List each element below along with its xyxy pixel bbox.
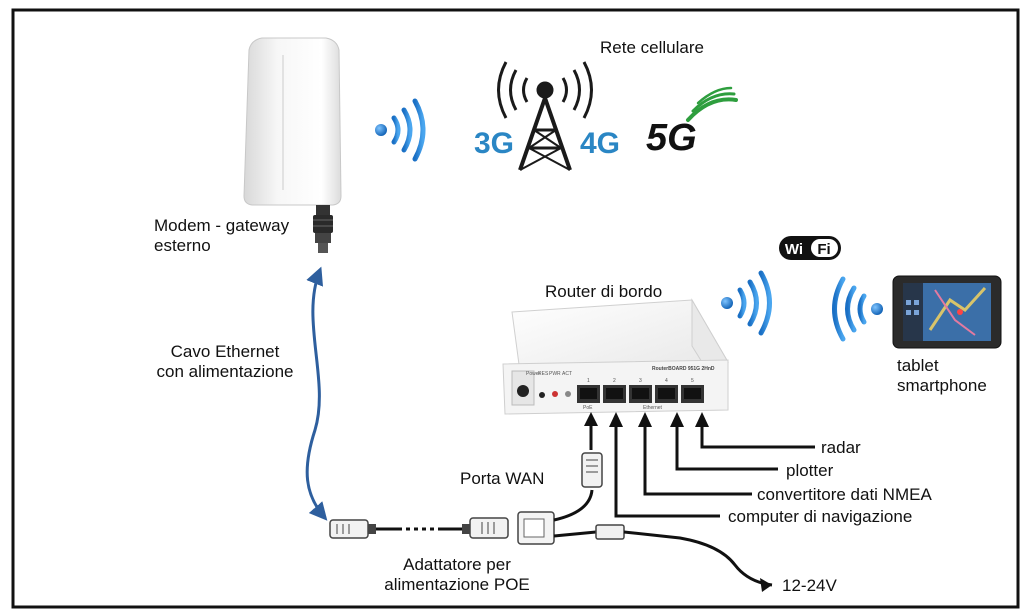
wifi-waves-icon	[721, 270, 772, 336]
cellular-network-label: Rete cellulare	[600, 38, 704, 57]
navigation-computer-label: computer di navigazione	[728, 507, 913, 526]
modem-label-line2: esterno	[154, 236, 211, 255]
router-res-label: RES	[538, 371, 549, 377]
router-label: Router di bordo	[545, 282, 663, 301]
nmea-converter-label: convertitore dati NMEA	[757, 485, 932, 504]
wifi-logo-icon: Wi Fi	[779, 236, 841, 260]
badge-4g: 4G	[580, 127, 620, 160]
antenna-tower-icon	[497, 61, 593, 171]
plotter-label: plotter	[786, 461, 834, 480]
wan-port-label: Porta WAN	[460, 469, 545, 488]
router-ports	[577, 385, 704, 403]
device-connection-arrowheads	[609, 412, 709, 427]
5g-signal-arcs	[686, 86, 738, 122]
ethernet-cable-label-line2: con alimentazione	[156, 362, 294, 381]
router-pwr-label: PWR	[549, 371, 561, 377]
router-act-label: ACT	[562, 371, 572, 377]
router-port-number: 4	[665, 378, 668, 384]
wifi-logo-wi: Wi	[785, 241, 803, 258]
modem-gateway	[243, 37, 342, 253]
ethernet-power-cable	[305, 266, 328, 521]
router-power-label: Power	[526, 371, 541, 377]
router-poe-tag: PoE	[583, 405, 593, 411]
wan-arrow	[584, 412, 598, 450]
badge-3g: 3G	[474, 127, 514, 160]
modem-label-line1: Modem - gateway	[154, 216, 290, 235]
poe-adapter-label-line1: Adattatore per	[403, 555, 511, 574]
ethernet-cable-label-line1: Cavo Ethernet	[170, 342, 280, 361]
router-ethernet-tag: Ethernet	[643, 405, 663, 411]
wifi-waves-icon	[832, 276, 883, 342]
diagram-frame	[11, 8, 1020, 609]
router-port-number: 5	[691, 378, 694, 384]
voltage-label: 12-24V	[782, 576, 837, 595]
device-connection-lines	[614, 424, 815, 518]
router-port-number: 3	[639, 378, 642, 384]
tablet-device	[892, 275, 1002, 349]
tablet-label-line2: smartphone	[897, 376, 987, 395]
router-device: Power RES PWR ACT 1 2 3 4 5 PoE Ethernet…	[502, 298, 729, 415]
router-port-number: 2	[613, 378, 616, 384]
poe-adapter-label-line2: alimentazione POE	[384, 575, 530, 594]
badge-5g: 5G	[646, 117, 697, 159]
wifi-logo-fi: Fi	[817, 241, 830, 258]
tablet-label-line1: tablet	[897, 356, 939, 375]
radar-label: radar	[821, 438, 861, 457]
router-model-label: RouterBOARD 951G 2HnD	[652, 366, 715, 372]
poe-cabling	[329, 452, 773, 592]
router-port-number: 1	[587, 378, 590, 384]
wifi-waves-icon	[375, 98, 426, 162]
